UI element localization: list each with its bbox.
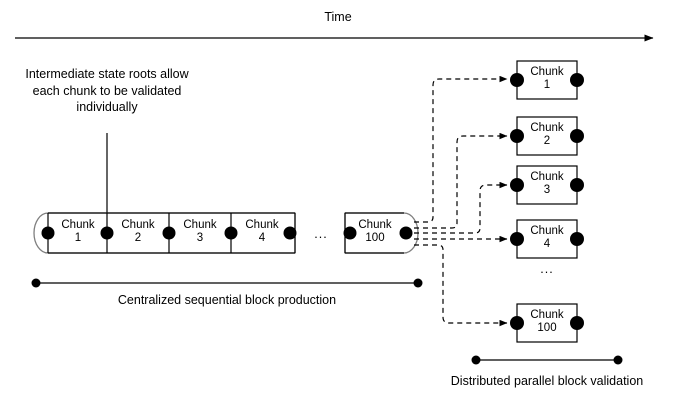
sequential-chunk-label-2: Chunk 2 [111, 219, 165, 245]
chunk-word: Chunk [530, 122, 564, 134]
chunk-number: 4 [258, 232, 266, 244]
intermediate-state-roots-annotation: Intermediate state roots allow each chun… [25, 67, 189, 114]
parallel-validation-caption: Distributed parallel block validation [450, 374, 644, 388]
chunk-word: Chunk [530, 309, 564, 321]
chunk-word: Chunk [121, 219, 155, 231]
parallel-chunk-box-2 [516, 116, 578, 156]
parallel-chunk-box-1 [516, 60, 578, 100]
connector-to-chunk-100 [414, 244, 508, 327]
chunk-number: 2 [134, 232, 142, 244]
parallel-chunk-boxes [516, 60, 578, 343]
sequential-chunk-label-1: Chunk 1 [51, 219, 105, 245]
chunk-word: Chunk [358, 219, 392, 231]
chunk-number: 3 [543, 184, 551, 196]
connector-to-chunk-3 [414, 181, 508, 234]
parallel-chunk-label-4: Chunk 4 [519, 225, 575, 251]
sequential-chunk-label-3: Chunk 3 [173, 219, 227, 245]
chunk-number: 3 [196, 232, 204, 244]
chunk-word: Chunk [530, 66, 564, 78]
sequential-chain-ellipsis: ... [314, 227, 328, 241]
chunk-number: 2 [543, 135, 551, 147]
sequential-production-caption: Centralized sequential block production [117, 293, 337, 307]
chunk-word: Chunk [530, 225, 564, 237]
parallel-chunk-state-root-dots [510, 73, 584, 330]
chunk-number: 100 [365, 232, 385, 244]
chunk-number: 4 [543, 238, 551, 250]
time-axis-label: Time [324, 10, 352, 24]
sequential-chunk-label-100: Chunk 100 [347, 219, 403, 245]
chunk-number: 100 [537, 322, 557, 334]
parallel-span-measure [471, 355, 623, 365]
connector-to-chunk-2 [414, 132, 508, 229]
chunk-number: 1 [74, 232, 82, 244]
chunk-word: Chunk [183, 219, 217, 231]
parallel-chunk-box-100 [516, 303, 578, 343]
chunk-number: 1 [543, 79, 551, 91]
connector-to-chunk-1 [414, 75, 508, 223]
parallel-validation-ellipsis: ... [540, 262, 554, 276]
chunk-100-state-root-dots [343, 226, 413, 240]
parallel-chunk-label-2: Chunk 2 [519, 122, 575, 148]
parallel-chunk-label-100: Chunk 100 [519, 309, 575, 335]
chunk-100-sequential-box [344, 212, 419, 254]
sequential-chunk-label-4: Chunk 4 [235, 219, 289, 245]
chunk-word: Chunk [61, 219, 95, 231]
sequential-chain-state-root-dots [41, 226, 297, 240]
validation-fanout-connectors [414, 75, 508, 327]
sequential-span-measure [31, 278, 423, 288]
parallel-chunk-label-1: Chunk 1 [519, 66, 575, 92]
chunk-word: Chunk [245, 219, 279, 231]
chunk-word: Chunk [530, 171, 564, 183]
parallel-chunk-label-3: Chunk 3 [519, 171, 575, 197]
